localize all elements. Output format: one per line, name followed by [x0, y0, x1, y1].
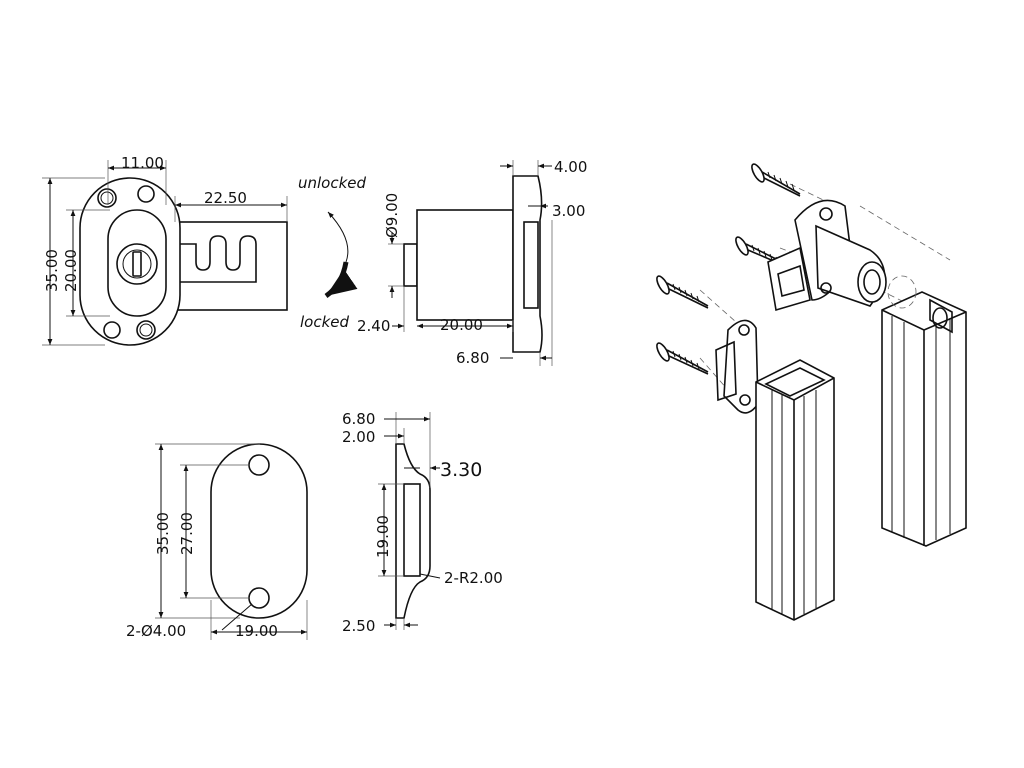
dim-plate-radius: 2-R2.00: [444, 569, 503, 587]
plate-view: 35.00 27.00 19.00 2-Ø4.00: [126, 443, 308, 640]
key-housing: [107, 209, 167, 317]
screw-hole: [136, 320, 156, 340]
dim-plate-holes: 2-Ø4.00: [126, 622, 186, 640]
dim-flange-width: 4.00: [554, 158, 587, 176]
side-view: 4.00 3.00 Ø9.00 20.00 2.40 6.80: [357, 158, 587, 367]
dim-hole-spacing: 27.00: [178, 512, 196, 555]
dim-plate-height: 35.00: [154, 512, 172, 555]
bolt-profile: [523, 221, 539, 309]
plate-side-view: 6.80 2.00 3.30 19.00 2-R2.00 2.50: [342, 410, 503, 635]
dim-plate-bottom: 2.50: [342, 617, 375, 635]
dim-height-inner: 20.00: [62, 249, 80, 292]
rotation-arrow-dark: [324, 261, 358, 299]
screw-hole: [97, 188, 117, 208]
dim-plate-offset: 3.30: [440, 459, 482, 481]
dim-body-length: 20.00: [440, 316, 483, 334]
iso-lock-body: [767, 199, 887, 312]
iso-strike-plate: [715, 319, 759, 414]
keyway: [132, 251, 142, 277]
front-view: 11.00 22.50 35.00 20.00: [42, 154, 288, 346]
iso-post-right: [881, 275, 967, 547]
dim-plate-lip: 2.00: [342, 428, 375, 446]
strike-plate: [210, 443, 308, 619]
dim-plate-width: 19.00: [235, 622, 278, 640]
screw-hole: [103, 321, 121, 339]
isometric-assembly: [656, 163, 967, 621]
dim-tongue-length: 22.50: [204, 189, 247, 207]
iso-post-left: [755, 359, 835, 621]
screw-icon: [656, 342, 709, 375]
dim-flange-depth: 3.00: [552, 202, 585, 220]
screw-icon: [656, 275, 709, 309]
dim-total-flange: 6.80: [456, 349, 489, 367]
screw-icon: [751, 163, 801, 197]
dim-cylinder-dia: Ø9.00: [383, 193, 401, 238]
rotation-arrow-light: [327, 211, 349, 263]
key-cylinder: [116, 243, 158, 285]
cylinder-step: [403, 243, 418, 287]
lock-body: [416, 209, 514, 321]
dim-plate-slot: 19.00: [374, 515, 392, 558]
bolt-serpentine-slot: [177, 235, 257, 283]
locked-label: locked: [300, 313, 350, 331]
dim-width-top: 11.00: [121, 154, 164, 172]
plate-side-slot: [403, 483, 421, 577]
dim-step: 2.40: [357, 317, 390, 335]
dim-height-outer: 35.00: [43, 249, 61, 292]
dim-plate-total: 6.80: [342, 410, 375, 428]
unlocked-label: unlocked: [298, 174, 367, 192]
screw-hole: [137, 185, 155, 203]
rotation-indicator: unlocked locked: [298, 174, 367, 331]
